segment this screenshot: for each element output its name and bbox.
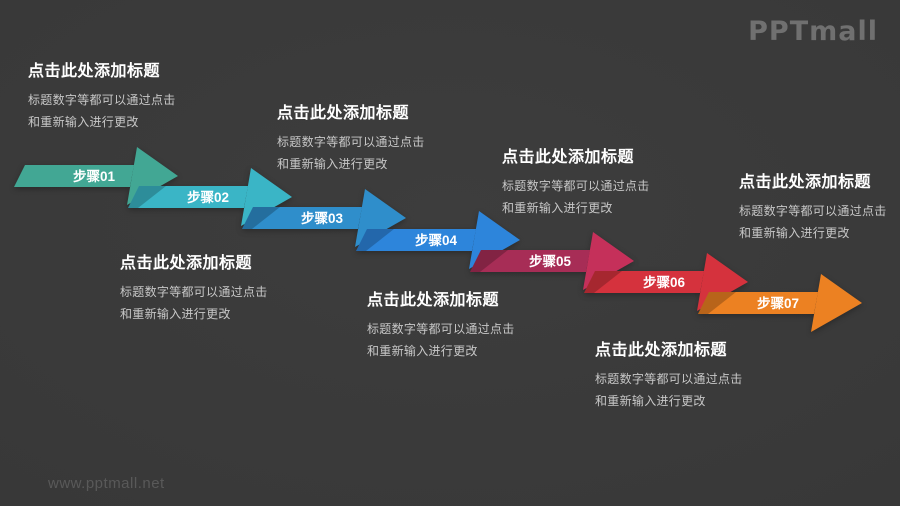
placeholder-body-line[interactable]: 和重新输入进行更改: [502, 201, 613, 215]
text-placeholder-block[interactable]: 点击此处添加标题标题数字等都可以通过点击和重新输入进行更改: [739, 173, 900, 244]
step-arrow-fold-shadow: [584, 271, 622, 293]
placeholder-body-line[interactable]: 和重新输入进行更改: [367, 344, 478, 358]
placeholder-body-line[interactable]: 和重新输入进行更改: [595, 394, 706, 408]
placeholder-body-line[interactable]: 标题数字等都可以通过点击: [739, 204, 887, 218]
step-arrow-fold-shadow: [128, 186, 166, 208]
placeholder-body-line[interactable]: 和重新输入进行更改: [739, 226, 850, 240]
step-arrow-body[interactable]: [698, 292, 818, 314]
step-label[interactable]: 步骤02: [187, 189, 229, 205]
watermark-url: www.pptmall.net: [48, 475, 165, 492]
placeholder-title[interactable]: 点击此处添加标题: [28, 63, 161, 80]
step-arrow-body[interactable]: [584, 271, 704, 293]
step-arrow-body[interactable]: [470, 250, 590, 272]
step-arrow-fold-shadow: [356, 229, 394, 251]
placeholder-body-line[interactable]: 标题数字等都可以通过点击: [595, 372, 743, 386]
text-placeholder-block[interactable]: 点击此处添加标题标题数字等都可以通过点击和重新输入进行更改: [595, 341, 845, 412]
placeholder-body-line[interactable]: 标题数字等都可以通过点击: [277, 135, 425, 149]
placeholder-title[interactable]: 点击此处添加标题: [367, 292, 500, 309]
pptmall-logo: PPTmall: [748, 16, 878, 47]
step-label[interactable]: 步骤06: [643, 274, 686, 290]
text-placeholder-block[interactable]: 点击此处添加标题标题数字等都可以通过点击和重新输入进行更改: [120, 254, 370, 325]
step-arrow-fold-shadow: [470, 250, 508, 272]
step-label[interactable]: 步骤03: [301, 210, 344, 226]
placeholder-title[interactable]: 点击此处添加标题: [595, 342, 728, 359]
placeholder-title[interactable]: 点击此处添加标题: [277, 105, 410, 122]
step-arrow-body[interactable]: [356, 229, 476, 251]
step-label[interactable]: 步骤01: [73, 168, 116, 184]
step-arrow-body[interactable]: [14, 165, 134, 187]
text-placeholder-block[interactable]: 点击此处添加标题标题数字等都可以通过点击和重新输入进行更改: [28, 62, 278, 133]
placeholder-body-line[interactable]: 标题数字等都可以通过点击: [120, 285, 268, 299]
placeholder-body-line[interactable]: 标题数字等都可以通过点击: [367, 322, 515, 336]
text-placeholder-block[interactable]: 点击此处添加标题标题数字等都可以通过点击和重新输入进行更改: [502, 148, 752, 219]
step-label[interactable]: 步骤05: [529, 253, 572, 269]
placeholder-title[interactable]: 点击此处添加标题: [120, 255, 253, 272]
step-label[interactable]: 步骤07: [757, 295, 799, 311]
text-placeholder-block[interactable]: 点击此处添加标题标题数字等都可以通过点击和重新输入进行更改: [367, 291, 617, 362]
placeholder-body-line[interactable]: 和重新输入进行更改: [120, 307, 231, 321]
step-arrow-body[interactable]: [128, 186, 248, 208]
step-arrow-fold-shadow: [242, 207, 280, 229]
placeholder-body-line[interactable]: 和重新输入进行更改: [277, 157, 388, 171]
placeholder-body-line[interactable]: 和重新输入进行更改: [28, 115, 139, 129]
placeholder-body-line[interactable]: 标题数字等都可以通过点击: [28, 93, 176, 107]
step-label[interactable]: 步骤04: [415, 232, 458, 248]
step-arrow-head[interactable]: [811, 274, 862, 332]
step-arrow-fold-shadow: [698, 292, 736, 314]
placeholder-title[interactable]: 点击此处添加标题: [502, 149, 635, 166]
step-arrow-body[interactable]: [242, 207, 362, 229]
placeholder-title[interactable]: 点击此处添加标题: [739, 174, 872, 191]
text-placeholder-block[interactable]: 点击此处添加标题标题数字等都可以通过点击和重新输入进行更改: [277, 104, 527, 175]
placeholder-body-line[interactable]: 标题数字等都可以通过点击: [502, 179, 650, 193]
